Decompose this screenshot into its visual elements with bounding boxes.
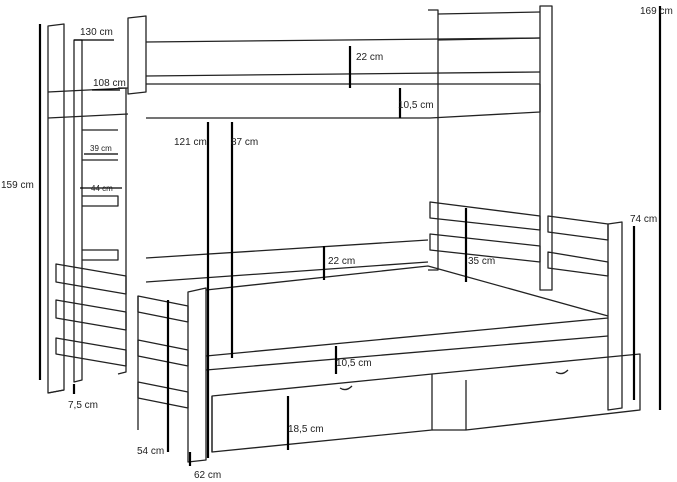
label-upper-rail: 22 cm	[356, 52, 383, 63]
label-under-upper-right: 87 cm	[231, 137, 258, 148]
label-ladder-height: 108 cm	[93, 78, 126, 89]
label-rung-gap-inner: 39 cm	[90, 144, 112, 153]
label-under-upper-left: 121 cm	[174, 137, 207, 148]
label-upper-board: 10,5 cm	[398, 100, 434, 111]
label-foot-gap: 7,5 cm	[68, 400, 98, 411]
label-total-height-left: 159 cm	[1, 180, 34, 191]
bed-structure	[47, 5, 641, 463]
label-lower-board: 10,5 cm	[336, 358, 372, 369]
label-headboard: 35 cm	[468, 256, 495, 267]
label-bottom-post: 62 cm	[194, 470, 221, 481]
label-lower-rail: 22 cm	[328, 256, 355, 267]
label-rung-gap-outer: 44 cm	[91, 184, 113, 193]
label-drawer-height: 18,5 cm	[288, 424, 324, 435]
label-total-height-right: 169 cm	[640, 6, 673, 17]
dimension-lines	[38, 6, 662, 466]
label-front-panel: 54 cm	[137, 446, 164, 457]
label-side-width: 74 cm	[630, 214, 657, 225]
label-post-width: 130 cm	[80, 27, 113, 38]
dimension-labels: 130 cm 108 cm 39 cm 44 cm 159 cm 7,5 cm …	[1, 6, 673, 481]
